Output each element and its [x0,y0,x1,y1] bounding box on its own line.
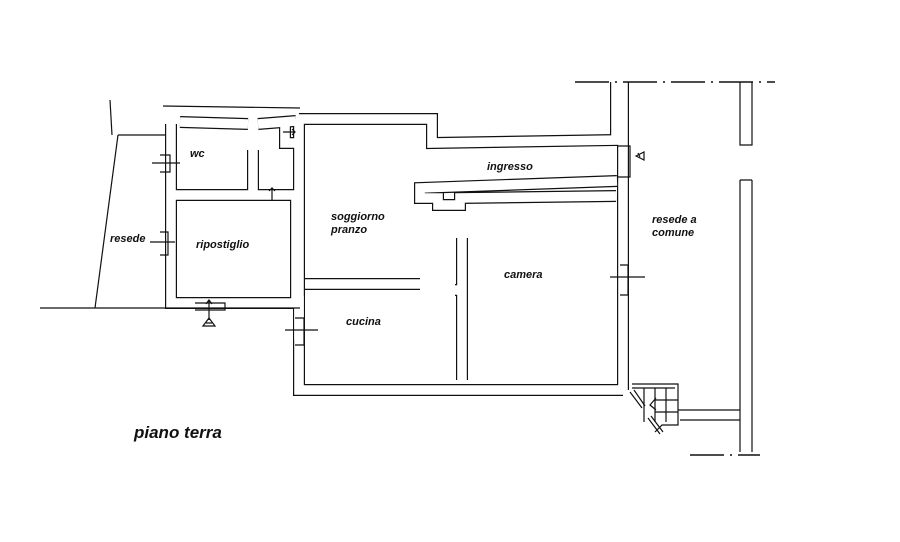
wall-fill [415,176,618,210]
room-label-resede-comune-2: comune [652,227,695,239]
walls [165,82,629,396]
wall-fill [179,116,297,129]
wall-fill [166,124,301,308]
wall [299,82,622,150]
wall-fill [299,82,621,148]
room-label-camera: camera [504,269,543,281]
room-label-resede-comune-1: resede a [652,214,697,226]
staircase [629,383,679,435]
plan-title: piano terra [134,423,222,442]
room-label-wc: wc [190,148,205,160]
room-label-resede: resede [110,233,146,245]
site-lines [40,81,775,456]
room-label-cucina: cucina [346,316,381,328]
entrance-markers [201,128,645,327]
room-label-ripostiglio: ripostiglio [196,239,250,251]
wall-fill [455,238,467,380]
room-label-pranzo: pranzo [331,224,368,236]
room-label-ingresso: ingresso [487,161,533,173]
wall-fill [280,121,299,148]
room-label-soggiorno: soggiorno [331,211,385,223]
windows-doors [150,145,645,346]
